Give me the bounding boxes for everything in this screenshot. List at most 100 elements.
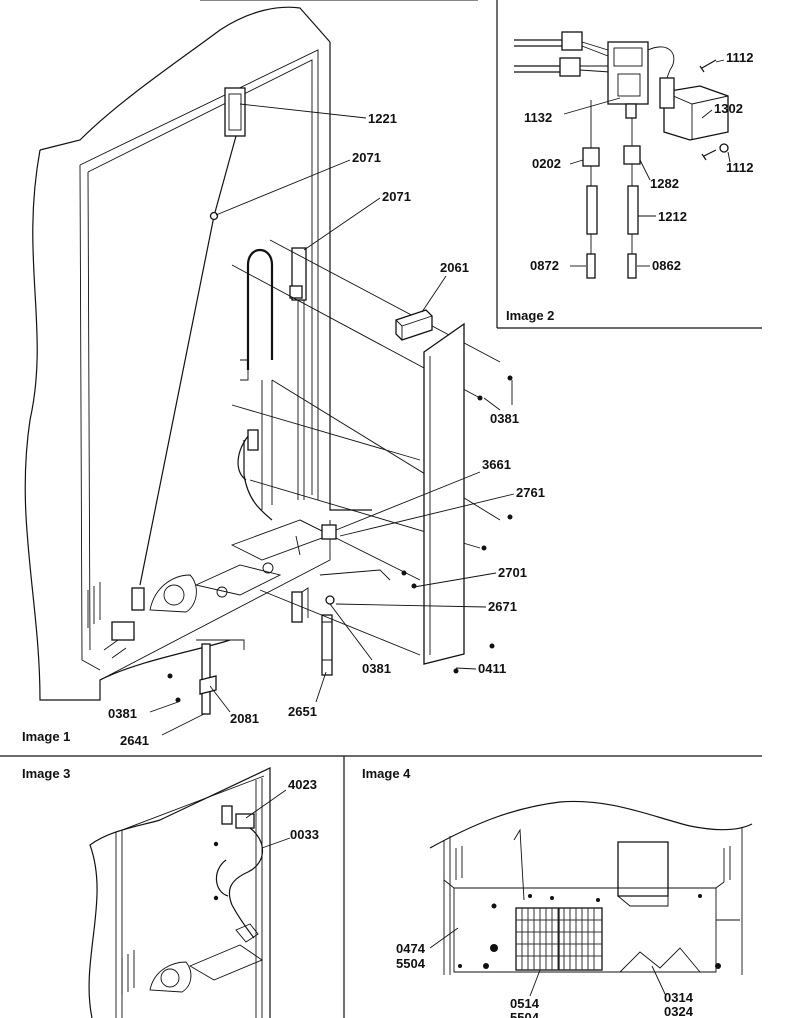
callout-2061: 2061 [440,260,469,275]
valve-loop-wire [647,46,675,97]
callout-2071-lower: 2071 [382,189,411,204]
grommet-2 [262,562,274,574]
drain-hose-bands [322,621,332,661]
callout-2651: 2651 [288,704,317,719]
image3-caption: Image 3 [22,766,70,781]
cabinet-side-outline [24,149,231,701]
image1-caption: Image 1 [22,729,70,744]
loop-clamp [240,359,249,381]
callout-0872: 0872 [530,258,559,273]
callout-4023: 4023 [288,777,317,792]
vent-slots [87,582,101,628]
harness-wire-detail-2 [215,859,229,897]
lower-plate [194,564,282,596]
tube-right [627,185,639,235]
compartment-top-outline [429,800,753,849]
image1-callouts: 1221 2071 2071 2061 0381 3661 2761 2701 … [22,111,545,748]
harness-wire-detail-3 [231,904,255,939]
guide-line-5 [271,379,501,521]
screw-detail-2 [213,895,219,901]
drain-bracket [291,591,303,623]
vent-slots-detail [121,950,135,995]
door-panel [423,322,465,665]
harness-wire-detail [228,827,263,906]
side-bracket-clip [289,285,303,299]
liner-left-inner [87,171,91,651]
callout-0514: 0514 [510,996,540,1011]
image3-leaders [245,789,291,849]
harness-connector-detail [235,813,255,829]
callout-2071-upper: 2071 [352,150,381,165]
screw-lower [701,149,717,161]
screw-lower-washer [719,143,729,153]
tube-nut-left [582,147,600,167]
callout-1132: 1132 [524,110,552,125]
left-slots-upper [455,846,463,880]
right-slots-upper [723,846,731,882]
bracket-tab [659,77,675,109]
bracket-detail [235,923,259,943]
valve-chamber [617,73,641,97]
callout-1212: 1212 [658,209,687,224]
image2-leaders [563,59,731,267]
callout-0862: 0862 [652,258,681,273]
image1-leaders [149,103,515,736]
screw-markers [167,375,513,703]
grommet [216,586,228,598]
insert-left [586,253,596,279]
foam-block-edge [395,315,433,340]
rail-left [261,380,273,510]
guide-line-2 [269,239,501,363]
liner-outer [79,49,319,500]
liner-detail-top [121,775,265,831]
fan-shroud-detail [149,961,192,993]
tube-vertical [513,828,525,901]
callout-1221: 1221 [368,111,397,126]
screw-detail-1 [213,841,219,847]
image2-caption: Image 2 [506,308,554,323]
rail-right [297,300,305,500]
valve-outlet [625,103,637,119]
insert-right [627,253,637,279]
callout-0033: 0033 [290,827,319,842]
drain-clamp [199,675,217,695]
valve-bracket [321,524,337,540]
callout-0381-left: 0381 [108,706,137,721]
image4-drawing [429,800,753,975]
callout-0474: 0474 [396,941,426,956]
callout-1302: 1302 [714,101,743,116]
wire-lead-upper [514,39,562,47]
liner-left-outer [79,164,101,671]
cover-plate-edges [443,879,725,889]
liner-inner [87,59,313,495]
guide-line-9 [319,569,391,581]
pan-drip [295,535,301,556]
liner-detail-left [115,830,123,1018]
callout-2081: 2081 [230,711,259,726]
image3-callouts: 4023 0033 Image 3 [22,766,319,842]
image1-drawing [24,6,513,715]
wire-lead-lower [514,65,560,73]
connector-wires [579,41,611,73]
callout-2701: 2701 [498,565,527,580]
harness-connector [247,429,259,451]
harness-clip-detail [221,805,233,825]
drain-fitting [325,595,335,605]
guide-line-8 [259,589,421,656]
callout-2641: 2641 [120,733,149,748]
hanger-bracket [224,87,246,137]
lower-plate-detail [188,944,263,981]
water-tube [139,135,237,586]
callout-3661: 3661 [482,457,511,472]
screw-upper [699,59,717,73]
water-valve [111,621,135,641]
connector-upper [561,31,583,51]
cover-fasteners [458,894,721,969]
valve-body [607,41,649,105]
liner-detail-right [255,778,263,1018]
image3-drawing [88,767,271,1018]
fan-motor-detail [160,968,180,988]
image2-drawing [514,31,729,279]
